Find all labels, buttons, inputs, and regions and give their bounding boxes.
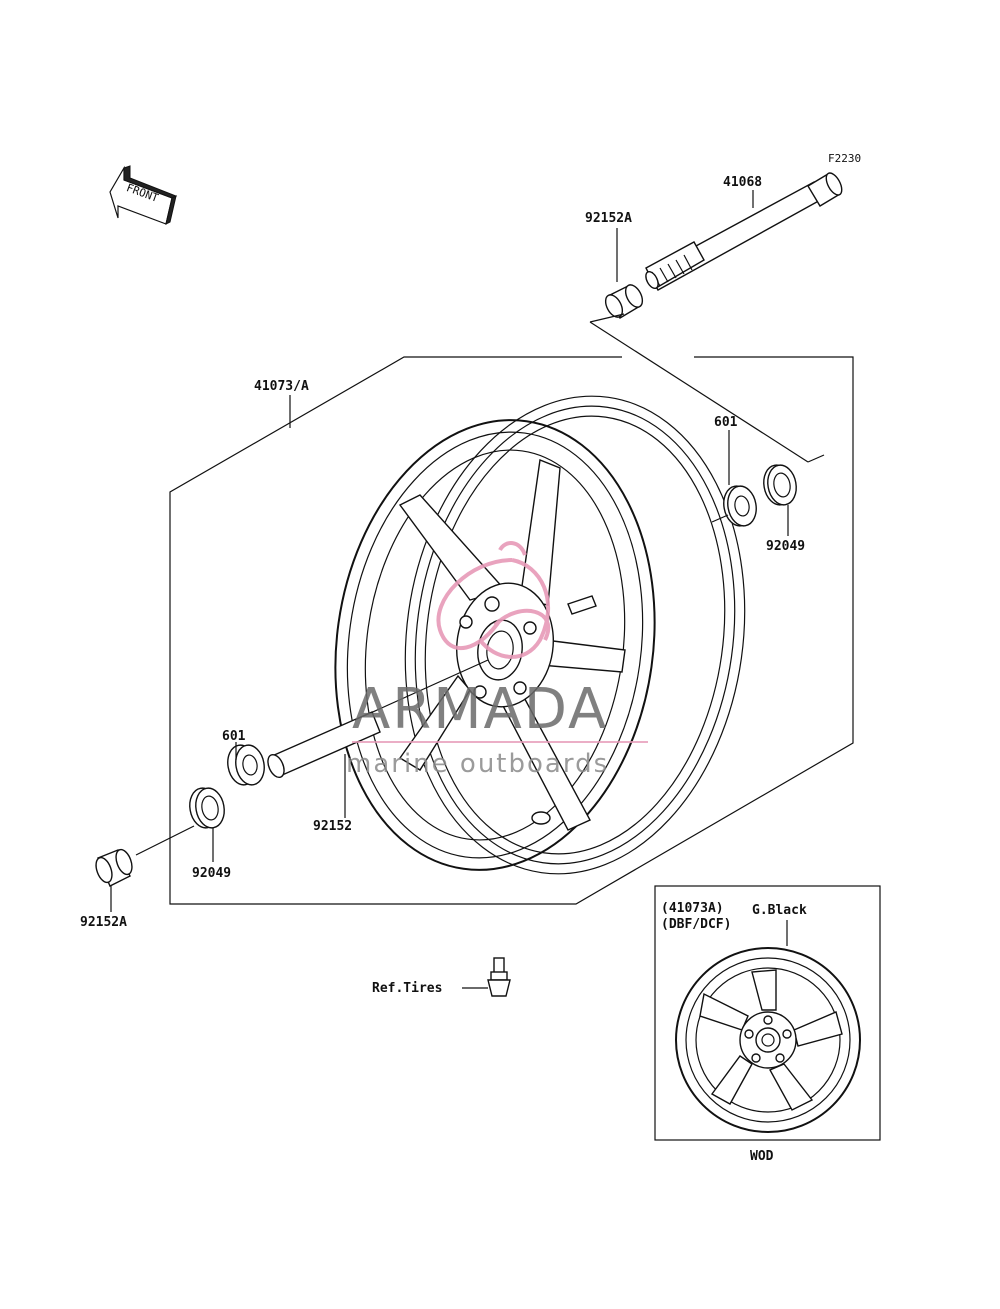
valve-label: Ref.Tires xyxy=(372,981,442,996)
bearing-left-label: 601 xyxy=(222,729,246,744)
bearing-right-part xyxy=(723,485,757,527)
axle-label: 41068 xyxy=(723,175,762,190)
inset-wheel-part xyxy=(675,947,861,1133)
axle-part xyxy=(645,172,843,291)
front-arrow-icon: FRONT xyxy=(109,165,178,225)
seal-left-label: 92049 xyxy=(192,866,231,881)
inset-part-label: (41073A) xyxy=(661,901,724,916)
inset-variant-label: (DBF/DCF) xyxy=(661,917,731,932)
valve-part xyxy=(487,957,511,997)
watermark-tagline: marine outboards xyxy=(346,749,609,779)
seal-left-part xyxy=(189,787,225,829)
bearing-right-label: 601 xyxy=(714,415,738,430)
inset-color-label: G.Black xyxy=(752,903,807,918)
watermark: ARMADA marine outboards xyxy=(346,541,648,779)
assembly-outline xyxy=(169,356,854,905)
wheel-label: 41073/A xyxy=(254,379,309,394)
collar-top-label: 92152A xyxy=(585,211,632,226)
spacer-part xyxy=(267,711,381,779)
seal-right-part xyxy=(763,464,797,506)
watermark-brand: ARMADA xyxy=(352,677,608,742)
collar-bottom-label: 92152A xyxy=(80,915,127,930)
wheel-part xyxy=(334,395,746,875)
bearing-left-part xyxy=(227,744,265,786)
inset-caption: WOD xyxy=(750,1149,774,1164)
diagram-code: F2230 xyxy=(828,152,861,165)
armada-logo-icon xyxy=(436,541,551,659)
inset-box xyxy=(654,885,881,1141)
spacer-label: 92152 xyxy=(313,819,352,834)
collar-bottom-part xyxy=(95,848,133,887)
collar-top-part xyxy=(604,284,644,319)
seal-right-label: 92049 xyxy=(766,539,805,554)
